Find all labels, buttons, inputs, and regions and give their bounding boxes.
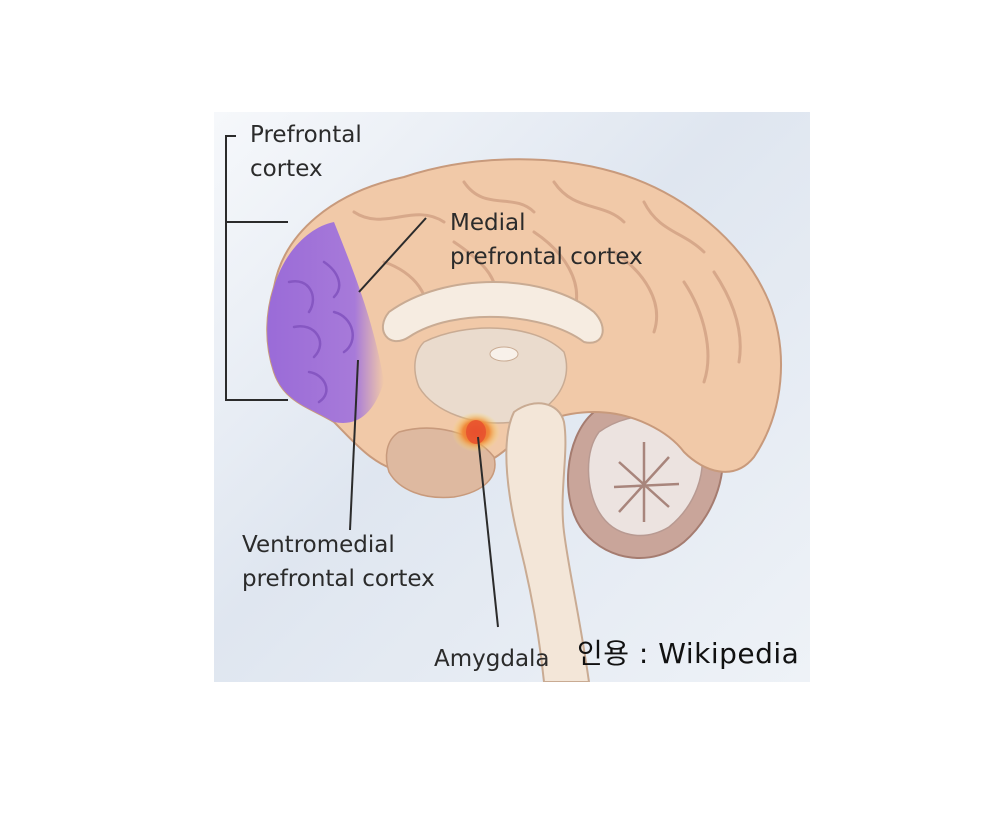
amygdala-marker — [452, 412, 500, 452]
ventromedial-label-line2: prefrontal cortex — [242, 566, 435, 592]
brain-illustration — [225, 135, 782, 682]
brain-figure: Prefrontal cortex Medial prefrontal cort… — [214, 112, 810, 682]
ventromedial-label-line1: Ventromedial — [242, 532, 395, 558]
image-credit: 인용 : Wikipedia — [577, 637, 800, 670]
medial-leader — [358, 217, 427, 293]
prefrontal-highlight — [267, 222, 384, 423]
medial-label-line1: Medial — [450, 210, 526, 236]
brainstem — [505, 402, 591, 682]
prefrontal-bracket — [225, 135, 288, 401]
amygdala-label: Amygdala — [434, 646, 550, 672]
amygdala-leader — [477, 436, 499, 628]
prefrontal-label-line1: Prefrontal — [250, 122, 362, 148]
prefrontal-label-line2: cortex — [250, 156, 323, 182]
leader-lines — [225, 135, 499, 628]
corpus-callosum — [382, 281, 604, 424]
medial-label-line2: prefrontal cortex — [450, 244, 643, 270]
ventromedial-leader — [349, 359, 359, 531]
